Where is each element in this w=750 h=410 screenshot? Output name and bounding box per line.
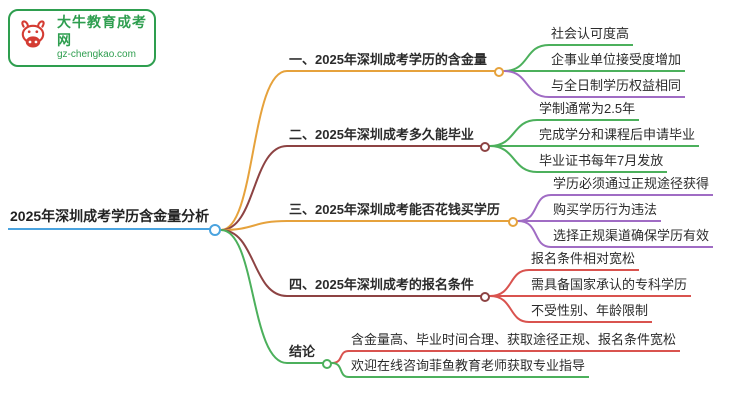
branch-node-3-dot <box>508 217 518 227</box>
logo-title: 大牛教育成考网 <box>57 14 147 48</box>
leaf-node-1-3: 与全日制学历权益相同 <box>549 76 686 98</box>
leaf-node-2-1: 学制通常为2.5年 <box>537 99 640 121</box>
leaf-node-4-2: 需具备国家承认的专科学历 <box>529 275 692 297</box>
leaf-node-2-2: 完成学分和课程后申请毕业 <box>537 125 700 147</box>
site-logo: 大牛教育成考网 gz-chengkao.com <box>8 9 156 67</box>
cow-icon <box>16 19 50 58</box>
branch-node-4-dot <box>480 292 490 302</box>
branch-node-3: 三、2025年深圳成考能否花钱买学历 <box>287 200 513 222</box>
leaf-node-3-2: 购买学历行为违法 <box>551 200 662 222</box>
leaf-node-4-3: 不受性别、年龄限制 <box>529 301 653 323</box>
leaf-node-3-3: 选择正规渠道确保学历有效 <box>551 226 714 248</box>
branch-node-1-dot <box>494 67 504 77</box>
branch-node-4: 四、2025年深圳成考的报名条件 <box>287 275 485 297</box>
trunk-connectors <box>220 70 288 364</box>
leaf-node-1-2: 企事业单位接受度增加 <box>549 50 686 72</box>
leaf-node-5-1: 含金量高、毕业时间合理、获取途径正规、报名条件宽松 <box>349 330 681 352</box>
root-node-dot <box>209 224 221 236</box>
leaf-node-2-3: 毕业证书每年7月发放 <box>537 151 668 173</box>
root-node: 2025年深圳成考学历含金量分析 <box>8 204 210 230</box>
logo-subtitle: gz-chengkao.com <box>57 49 136 61</box>
leaf-node-5-2: 欢迎在线咨询菲鱼教育老师获取专业指导 <box>349 356 590 378</box>
leaf-node-1-1: 社会认可度高 <box>549 24 634 46</box>
branch-node-2-dot <box>480 142 490 152</box>
branch-node-5: 结论 <box>287 342 327 364</box>
branch-node-5-dot <box>322 359 332 369</box>
leaf-node-3-1: 学历必须通过正规途径获得 <box>551 174 714 196</box>
leaf-connectors <box>331 44 552 378</box>
branch-node-2: 二、2025年深圳成考多久能毕业 <box>287 125 485 147</box>
leaf-node-4-1: 报名条件相对宽松 <box>529 249 640 271</box>
branch-node-1: 一、2025年深圳成考学历的含金量 <box>287 50 499 72</box>
